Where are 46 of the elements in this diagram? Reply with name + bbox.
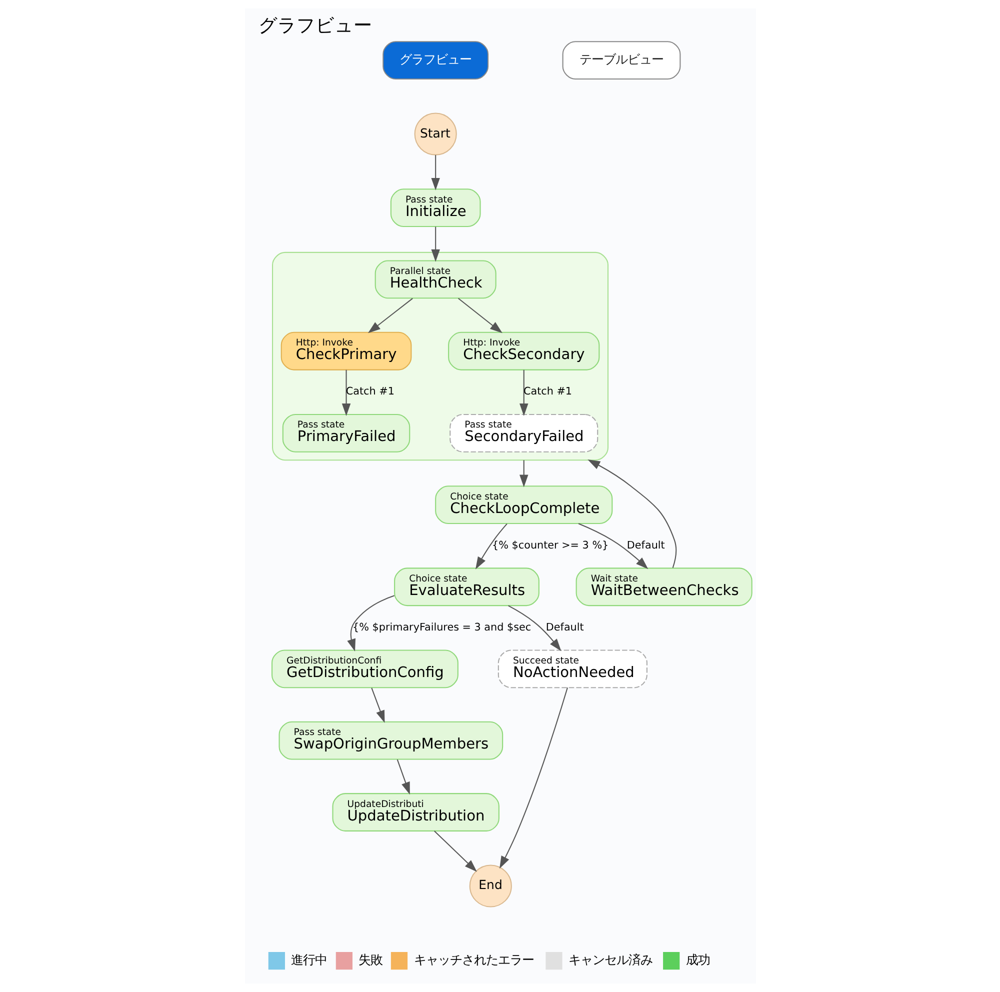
label: テーブルビュー: [579, 52, 663, 67]
arrow: [587, 459, 676, 568]
node-box: GetDistributionConfi GetDistributionConfig: [270, 650, 458, 688]
edge-label: Catch #1: [345, 386, 394, 398]
arrow: [346, 595, 394, 652]
arrow: [430, 226, 440, 262]
arrow: [396, 759, 410, 795]
arrow: [341, 370, 350, 416]
node-box: UpdateDistributi UpdateDistribution: [332, 793, 499, 832]
node-box: Wait state WaitBetweenChecks: [575, 568, 752, 606]
legend-label: キャンセル済み: [568, 952, 652, 967]
edge-label: Default: [626, 539, 664, 552]
node-circle: End: [468, 864, 512, 908]
node-box: Pass state SecondaryFailed: [449, 414, 598, 452]
arrow: [519, 460, 528, 488]
node-box: Choice state EvaluateResults: [394, 568, 539, 606]
legend-label: 進行中: [290, 952, 327, 967]
label: グラフビュー: [399, 52, 472, 67]
node-box: Choice state CheckLoopComplete: [434, 486, 612, 524]
legend-label: 成功: [685, 952, 710, 967]
legend-label: 失敗: [358, 952, 382, 967]
node-circle: Start: [414, 112, 456, 156]
arrow: [499, 688, 568, 869]
arrow: [474, 524, 507, 570]
node-box: Parallel state HealthCheck: [374, 260, 496, 299]
cluster: [272, 252, 608, 461]
diagram-title: グラフビュー: [258, 16, 372, 37]
arrow: [433, 830, 476, 872]
arrow: [458, 298, 502, 334]
arrow: [508, 605, 561, 652]
node-box: Pass state Initialize: [390, 188, 480, 227]
node-box: Http: Invoke CheckPrimary: [280, 332, 412, 370]
arrow: [367, 298, 412, 334]
arrow: [430, 155, 440, 190]
edge-label: Default: [545, 622, 584, 634]
node-box: Pass state SwapOriginGroupMembers: [278, 721, 503, 760]
node-box: Pass state PrimaryFailed: [282, 414, 410, 452]
edge-label: {% $primaryFailures = 3 and $sec: [352, 622, 531, 634]
edge-label: Catch #1: [522, 386, 572, 398]
edge-label: {% $counter >= 3 %}: [492, 539, 608, 552]
node-box: Succeed state NoActionNeeded: [497, 650, 647, 688]
arrow: [519, 370, 528, 416]
arrow: [578, 523, 648, 570]
legend-label: キャッチされたエラー: [413, 952, 534, 967]
node-box: Http: Invoke CheckSecondary: [448, 332, 600, 370]
arrow: [370, 688, 384, 723]
